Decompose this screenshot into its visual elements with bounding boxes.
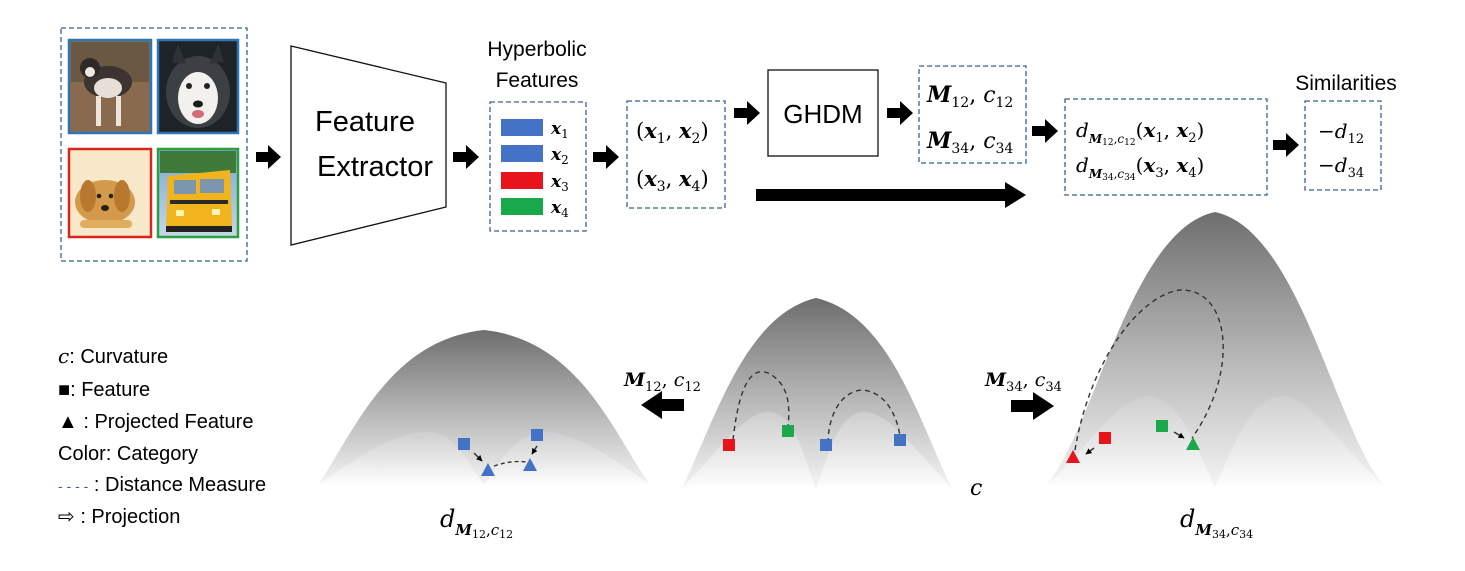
arrow-distances-to-similarities (1273, 133, 1299, 157)
feature-label-x2: x2 (550, 145, 569, 167)
feature-label-x4: x4 (550, 198, 569, 220)
feature-square-right-green (1156, 420, 1168, 432)
arrow-pairs-skip-to-distances (756, 182, 1026, 208)
golden-retriever-photo (67, 147, 153, 239)
right-distance-label: dM34,c34 (1180, 505, 1253, 541)
legend-projection: ⇨ : Projection (58, 506, 180, 528)
arrow-features-to-pairs (593, 145, 619, 169)
right-transform-label: M34, c34 (984, 369, 1062, 395)
similarities-title: Similarities (1295, 72, 1397, 95)
projection-arrow-icon (531, 445, 538, 455)
transform-arrows (641, 391, 1054, 420)
projection-arrow-icon (473, 452, 483, 462)
feature-extractor: Feature Extractor (290, 45, 447, 246)
similarity-34: −d34 (1318, 153, 1364, 181)
husky-photo (67, 38, 153, 135)
projection-arrow-icon (1173, 431, 1185, 439)
params-m34-c34: M34, c34 (926, 128, 1013, 157)
feature-square-center-green (782, 425, 794, 437)
arrow-params-to-distances (1032, 119, 1058, 143)
feature-bar-x1 (501, 119, 543, 136)
projected-triangle-left-1 (481, 463, 495, 476)
projected-triangle-right-green (1186, 437, 1200, 450)
ghdm-block: GHDM (767, 69, 879, 157)
feature-extractor-line2: Extractor (317, 151, 433, 183)
hyperbolic-features-title-2: Features (496, 69, 579, 92)
arrow-ghdm-to-params (887, 101, 913, 125)
feature-square-left-1 (458, 438, 470, 450)
projected-triangle-right-red (1066, 450, 1080, 463)
hyperboloid-left (318, 330, 650, 485)
distances: dM12,c12(x1, x2) dM34,c34(x3, x4) (1064, 98, 1268, 196)
arrow-pairs-to-ghdm (734, 101, 760, 125)
distances-box (1064, 98, 1268, 196)
feature-bar-x2 (501, 145, 543, 162)
input-images-box (60, 27, 248, 262)
left-distance-label: dM12,c12 (440, 505, 513, 541)
legend-category: Color: Category (58, 443, 198, 465)
hyperbolic-features-title-1: Hyperbolic (487, 38, 586, 61)
legend: c: Curvature ■: Feature ▲ : Projected Fe… (58, 344, 266, 528)
feature-square-left-2 (531, 429, 543, 441)
arrow-images-to-extractor (256, 145, 281, 169)
feature-extractor-line1: Feature (315, 106, 415, 138)
arrow-to-left-hyperboloid (641, 391, 684, 419)
similarities: Similarities −d12 −d34 (1295, 72, 1397, 191)
hyperboloid-center: c (682, 298, 982, 501)
pair-x1-x2: (x1, x2) (636, 118, 709, 147)
feature-square-center-blue-2 (894, 434, 906, 446)
malamute-photo (156, 38, 240, 135)
pair-x3-x4: (x3, x4) (636, 166, 709, 195)
ghdm-label: GHDM (783, 99, 862, 129)
feature-label-x3: x3 (550, 172, 569, 194)
feature-pairs: (x1, x2) (x3, x4) (626, 100, 726, 209)
legend-distance: - - - - : Distance Measure (58, 474, 266, 496)
feature-square-center-red (723, 439, 735, 451)
projected-triangle-left-2 (523, 458, 537, 471)
hollow-arrow-icon: ⇨ (58, 506, 75, 528)
hyperbolic-features: Hyperbolic Features x1 x2 x3 x4 (487, 38, 587, 232)
distance-row-34: dM34,c34(x3, x4) (1076, 153, 1204, 183)
projection-arrow-icon (1085, 447, 1095, 455)
arrow-to-right-hyperboloid (1011, 392, 1054, 420)
distance-row-12: dM12,c12(x1, x2) (1076, 118, 1204, 148)
feature-bar-x4 (501, 198, 543, 215)
square-icon: ■ (58, 379, 70, 401)
similarity-12: −d12 (1318, 119, 1364, 147)
legend-curvature: c: Curvature (58, 344, 168, 368)
center-curvature-label: c (970, 476, 982, 501)
arrow-extractor-to-features (453, 145, 479, 169)
feature-bar-x3 (501, 172, 543, 189)
dashed-line-icon: - - - - (58, 478, 89, 494)
school-bus-photo (156, 147, 240, 239)
hyperbolic-features-box (489, 101, 587, 232)
legend-feature: ■: Feature (58, 379, 150, 401)
hyperboloid-right (1045, 212, 1385, 487)
feature-square-right-red (1099, 432, 1111, 444)
feature-square-center-blue-1 (820, 439, 832, 451)
triangle-icon: ▲ (58, 411, 78, 433)
params-box (918, 65, 1027, 164)
left-transform-label: M12, c12 (623, 369, 701, 395)
ghdm-params: M12, c12 M34, c34 (918, 65, 1027, 164)
flow-arrows (256, 101, 1299, 208)
feature-label-x1: x1 (550, 119, 569, 141)
input-images (60, 27, 248, 262)
legend-projected-feature: ▲ : Projected Feature (58, 411, 253, 433)
feature-pairs-box (626, 100, 726, 209)
params-m12-c12: M12, c12 (926, 82, 1013, 111)
similarities-box (1304, 100, 1382, 191)
